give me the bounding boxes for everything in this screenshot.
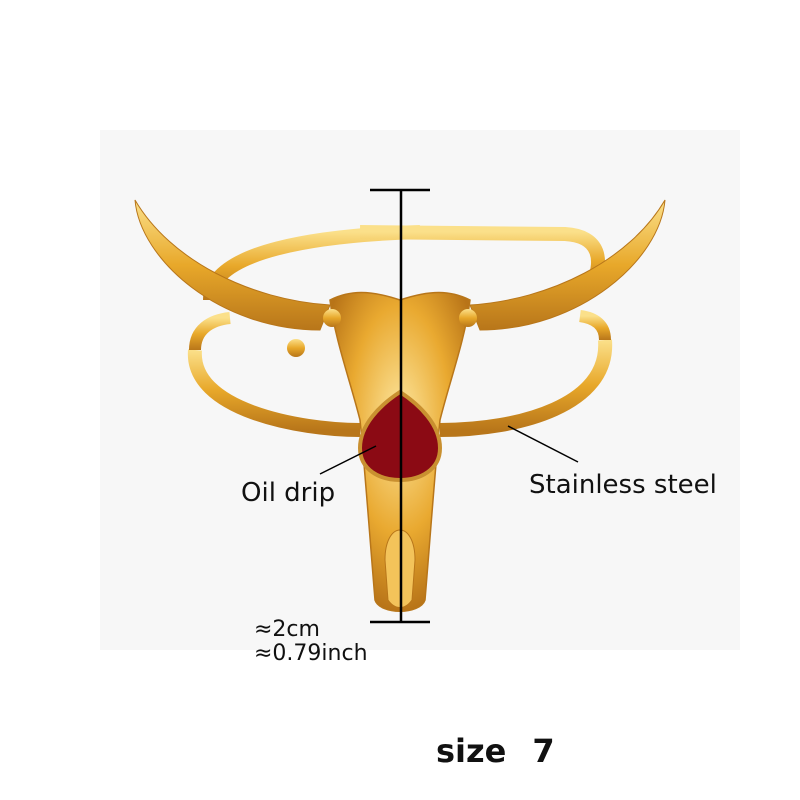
oil-drip-label: Oil drip — [241, 478, 336, 508]
bull-horns — [134, 199, 666, 331]
dimension-inch-label: ≈0.79inch — [254, 641, 368, 666]
size-label: size 7 — [436, 732, 555, 770]
stainless-steel-label: Stainless steel — [529, 470, 717, 500]
dimension-line — [370, 188, 430, 624]
size-value: 7 — [532, 732, 555, 770]
dimension-cm-label: ≈2cm — [254, 617, 320, 642]
steel-callout-line — [507, 425, 579, 463]
size-text: size — [436, 732, 507, 770]
oil-drip-callout-line — [319, 445, 377, 475]
